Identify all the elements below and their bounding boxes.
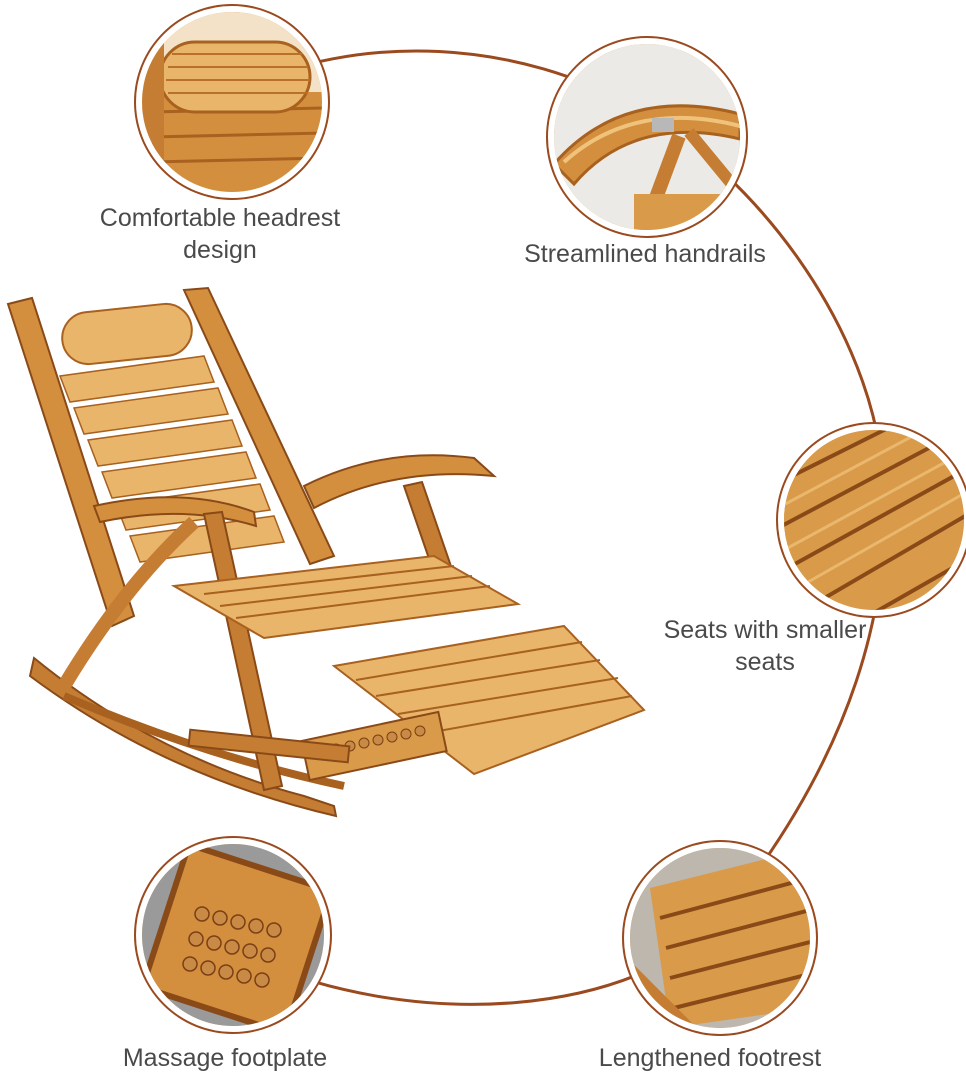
headrest-detail-image	[136, 6, 328, 198]
footrest-caption: Lengthened footrest	[598, 1044, 822, 1072]
footrest-detail-image	[624, 842, 816, 1034]
seats-caption: Seats with smaller seats	[663, 616, 867, 676]
seats-detail-image	[778, 424, 966, 616]
headrest-caption: Comfortable headrest design	[99, 204, 341, 264]
rocking-chair-image	[6, 286, 646, 818]
handrails-caption: Streamlined handrails	[524, 240, 766, 268]
footplate-caption: Massage footplate	[122, 1044, 328, 1072]
footplate-detail-image	[136, 838, 330, 1032]
handrails-detail-image	[548, 38, 746, 236]
